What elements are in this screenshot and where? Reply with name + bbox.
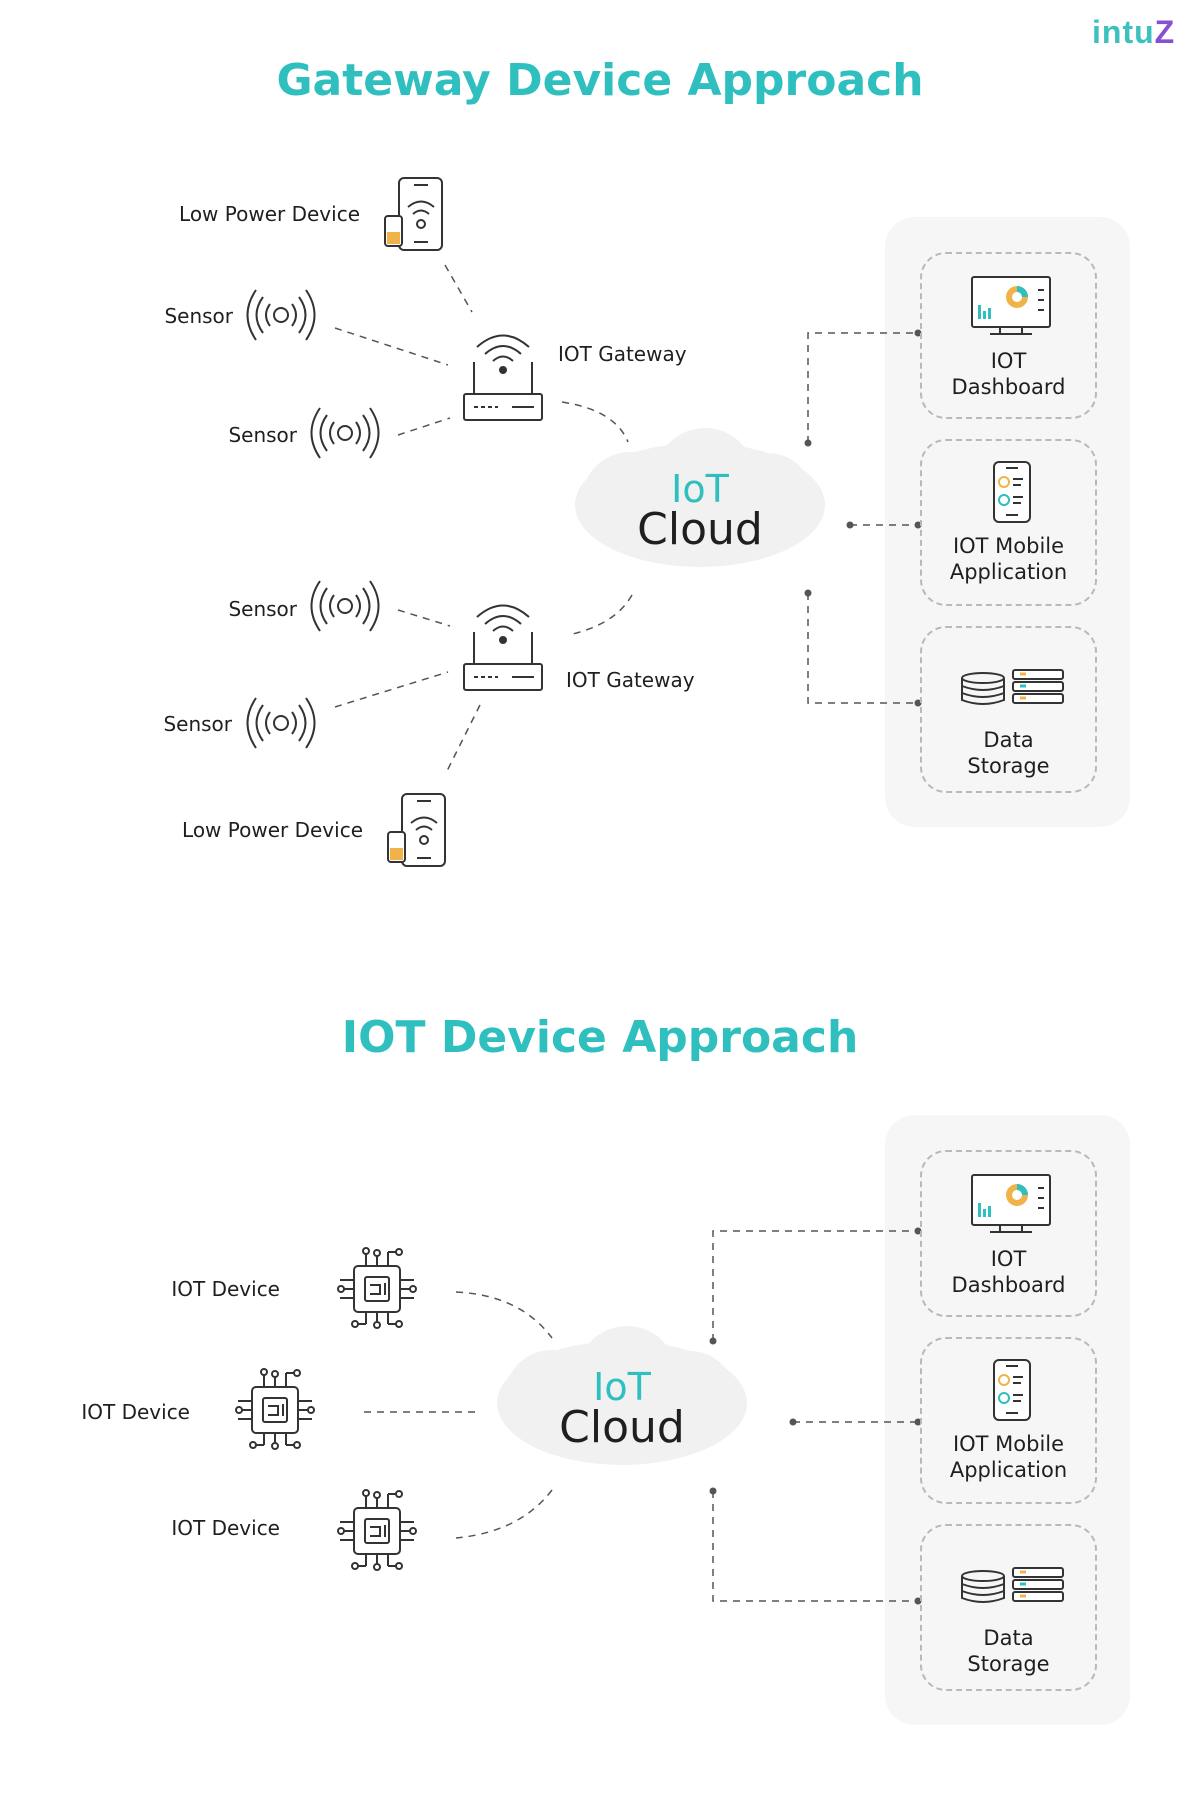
iot-gateway-label-top: IOT Gateway (558, 342, 687, 366)
data-storage-icon (961, 1567, 1064, 1603)
iot-device-chip-icon-2 (235, 1368, 315, 1450)
gateway-cloud-icon (575, 428, 825, 567)
connector-sensor3-gateway (397, 609, 451, 627)
sensor-label-2: Sensor (228, 423, 297, 447)
mobile-label-line2: Application (949, 560, 1068, 584)
gateway-cloud-label: IoT Cloud (637, 470, 763, 552)
mobile-app-icon (993, 461, 1031, 523)
iot-device-label-1: IOT Device (171, 1277, 280, 1301)
connector-device3-cloud (455, 1489, 553, 1539)
intuz-logo: intuZ (1092, 14, 1175, 51)
iot-device-label-3: IOT Device (171, 1516, 280, 1540)
storage-label-line1: Data (983, 728, 1034, 752)
iot-device-chip-icon-3 (337, 1489, 417, 1571)
storage-label-line2: Storage (967, 754, 1050, 778)
sensor-icon-2 (310, 407, 380, 459)
mobile-label-line2: Application (949, 1458, 1068, 1482)
dashboard-icon (971, 1174, 1051, 1233)
storage-label-line1: Data (983, 1626, 1034, 1650)
mobile-label-line1: IOT Mobile (952, 1432, 1065, 1456)
connector-sensor1-gateway (334, 327, 449, 366)
gateway-approach-title: Gateway Device Approach (276, 55, 924, 106)
cloud-label-iot: IoT (593, 1365, 651, 1409)
dashboard-label-line2: Dashboard (951, 375, 1066, 399)
mobile-app-icon (993, 1359, 1031, 1421)
low-power-device-icon-top (384, 177, 443, 251)
sensor-icon-1 (246, 289, 316, 341)
connector-cloud-storage (807, 593, 918, 704)
iot-device-chip-icon-1 (337, 1247, 417, 1329)
dashboard-icon (971, 276, 1051, 335)
storage-label-line2: Storage (967, 1652, 1050, 1676)
low-power-device-label-bottom: Low Power Device (182, 818, 363, 842)
dashboard-label-line1: IOT (990, 349, 1027, 373)
logo-accent: Z (1154, 14, 1176, 50)
cloud-label-cloud: Cloud (559, 1402, 685, 1453)
sensor-label-4: Sensor (163, 712, 232, 736)
sensor-label-1: Sensor (164, 304, 233, 328)
connector-device-cloud-dashboard (712, 1230, 918, 1341)
cloud-label-iot: IoT (671, 467, 729, 511)
data-storage-icon (961, 669, 1064, 705)
low-power-device-label-top: Low Power Device (179, 202, 360, 226)
device-cloud-label: IoT Cloud (559, 1368, 685, 1450)
cloud-label-cloud: Cloud (637, 504, 763, 555)
iot-gateway-label-bottom: IOT Gateway (566, 668, 695, 692)
iot-gateway-icon-top (463, 334, 543, 421)
connector-device-cloud-storage (712, 1491, 918, 1602)
connector-gateway-cloud-bottom (567, 594, 633, 636)
connector-lowpower-gateway-top (444, 264, 473, 313)
connector-sensor4-gateway (334, 671, 449, 708)
dashboard-label-line1: IOT (990, 1247, 1027, 1271)
connector-sensor2-gateway (397, 417, 451, 436)
sensor-icon-3 (310, 580, 380, 632)
sensor-label-3: Sensor (228, 597, 297, 621)
connector-cloud-dashboard (807, 332, 918, 443)
iot-device-label-2: IOT Device (81, 1400, 190, 1424)
dashboard-label-line2: Dashboard (951, 1273, 1066, 1297)
iot-gateway-icon-bottom (463, 604, 543, 691)
connector-device1-cloud (455, 1291, 553, 1339)
sensor-icon-4 (246, 697, 316, 749)
mobile-label-line1: IOT Mobile (952, 534, 1065, 558)
logo-text: intu (1092, 14, 1155, 50)
connector-gateway-cloud-top (561, 401, 629, 443)
low-power-device-icon-bottom (387, 793, 446, 867)
device-approach-title: IOT Device Approach (341, 1012, 859, 1063)
device-cloud-icon (497, 1326, 747, 1465)
